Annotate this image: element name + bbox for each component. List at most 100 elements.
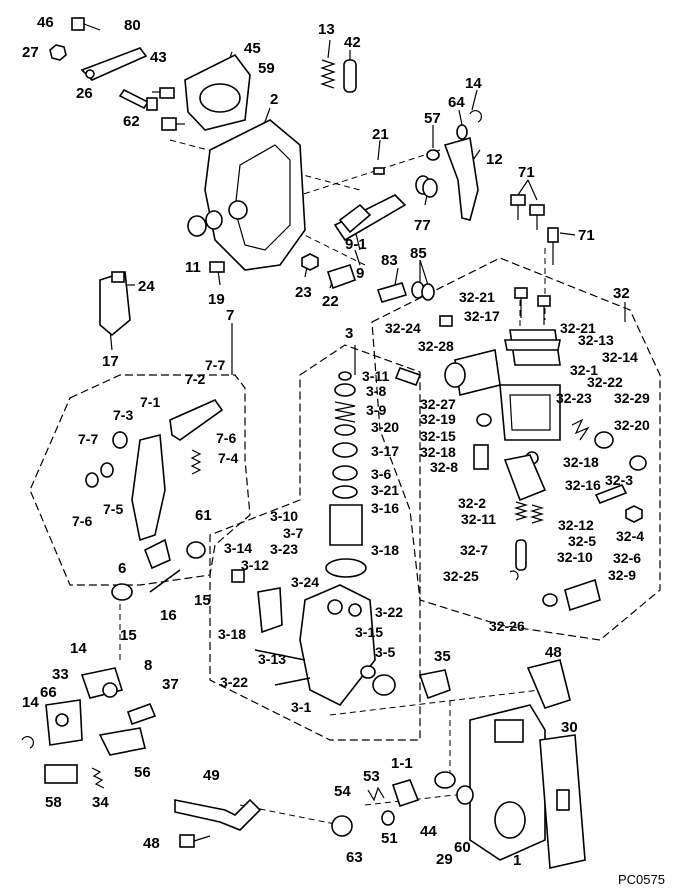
part-bracket-35 (418, 669, 451, 700)
part-lever-12 (443, 136, 479, 221)
callout-12: 12 (486, 151, 503, 168)
part-lever-7-1 (131, 433, 166, 542)
callout-32-11: 32-11 (461, 511, 496, 527)
callout-32-28: 32-28 (418, 338, 454, 354)
callout-71b: 71 (578, 227, 595, 244)
part-spring-34 (91, 767, 105, 789)
callout-44: 44 (420, 823, 437, 840)
callout-42: 42 (344, 34, 361, 51)
callout-19: 19 (208, 291, 225, 308)
callout-77: 77 (414, 217, 431, 234)
callout-53: 53 (363, 768, 380, 785)
part-plate-58 (44, 764, 78, 784)
callout-3-10: 3-10 (270, 508, 298, 524)
part-bolt-62 (161, 117, 185, 131)
part-bolt-48-bottom (179, 834, 211, 848)
callout-32-7: 32-7 (460, 542, 488, 558)
callout-15b: 15 (120, 627, 137, 644)
callout-22: 22 (322, 293, 339, 310)
callout-32-21a: 32-21 (459, 289, 495, 305)
callout-32: 32 (613, 285, 630, 302)
part-bolt-3-14 (231, 569, 245, 583)
callout-labels: 46 80 27 43 45 59 26 62 2 13 42 14 64 57… (22, 14, 665, 887)
part-rod-3-13 (254, 649, 311, 686)
part-bushing-15a (111, 583, 133, 601)
part-plunger-32-7 (515, 539, 527, 571)
callout-3-12: 3-12 (241, 557, 269, 573)
callout-3-20: 3-20 (371, 419, 399, 435)
callout-32-20: 32-20 (614, 417, 650, 433)
callout-37: 37 (162, 676, 179, 693)
callout-43: 43 (150, 49, 167, 66)
part-springs-32-11 (513, 501, 545, 524)
part-cap-54 (331, 815, 353, 837)
part-bracket-32-9 (564, 578, 601, 612)
callout-32-4: 32-4 (616, 528, 644, 544)
callout-3-9: 3-9 (366, 402, 386, 418)
group-boundary-7 (29, 374, 251, 586)
callout-30: 30 (561, 719, 578, 736)
callout-32-9: 32-9 (608, 567, 636, 583)
callout-64: 64 (448, 94, 465, 111)
callout-3: 3 (345, 325, 353, 342)
part-clip-14-bottom (21, 736, 34, 749)
part-washer-32-26 (542, 593, 558, 607)
part-bolt-83 (376, 282, 408, 303)
part-bushing-15b (186, 541, 206, 559)
part-bushing-11 (187, 210, 223, 237)
part-clip-14-top (469, 110, 482, 123)
part-governor-body-3-1 (299, 584, 376, 707)
part-bolt-43 (152, 87, 175, 99)
callout-29: 29 (436, 851, 453, 868)
part-solenoid-32-13 (504, 329, 561, 366)
callout-35: 35 (434, 648, 451, 665)
part-oring-60 (456, 785, 474, 805)
callout-3-21: 3-21 (371, 482, 399, 498)
callout-83: 83 (381, 252, 398, 269)
part-nut-27 (49, 44, 67, 61)
part-oring-51 (381, 810, 395, 826)
part-bolts-32-21 (514, 287, 551, 325)
callout-32-18b: 32-18 (563, 454, 599, 470)
part-cover-2 (204, 119, 306, 271)
callout-32-12: 32-12 (558, 517, 594, 533)
part-link-8 (80, 667, 124, 699)
part-lever-49 (174, 798, 262, 831)
callout-1: 1 (513, 852, 521, 869)
figure-code: PC0575 (618, 872, 665, 887)
callout-49: 49 (203, 767, 220, 784)
callout-34: 34 (92, 794, 109, 811)
part-shaft-9 (333, 194, 407, 242)
callout-7-7b: 7-7 (78, 431, 98, 447)
part-stack-3 (325, 371, 367, 578)
part-washer-32-19 (476, 413, 492, 427)
callout-32-13: 32-13 (578, 332, 614, 348)
part-screw-32-28 (394, 366, 422, 387)
callout-80: 80 (124, 17, 141, 34)
callout-32-25: 32-25 (443, 568, 479, 584)
callout-3-5: 3-5 (375, 644, 395, 660)
callout-32-23: 32-23 (556, 390, 592, 406)
callout-9: 9 (356, 265, 364, 282)
callout-3-17: 3-17 (371, 443, 399, 459)
part-washer-57 (426, 149, 440, 161)
part-nut-32-4 (625, 505, 643, 523)
callout-3-15: 3-15 (355, 624, 383, 640)
part-rod-32-3 (594, 483, 628, 505)
callout-62: 62 (123, 113, 140, 130)
callout-3-24: 3-24 (291, 574, 319, 590)
callout-26: 26 (76, 85, 93, 102)
callout-32-5: 32-5 (568, 533, 596, 549)
callout-3-23: 3-23 (270, 541, 298, 557)
part-clip-32-25 (509, 570, 519, 581)
callout-15a: 15 (194, 592, 211, 609)
callout-61: 61 (195, 507, 212, 524)
part-nut-23 (301, 253, 319, 271)
callout-32-2: 32-2 (458, 495, 486, 511)
part-washers-85 (411, 281, 435, 301)
callout-21: 21 (372, 126, 389, 143)
callout-7-4: 7-4 (218, 450, 238, 466)
callout-7-5: 7-5 (103, 501, 123, 517)
callout-2: 2 (270, 91, 278, 108)
